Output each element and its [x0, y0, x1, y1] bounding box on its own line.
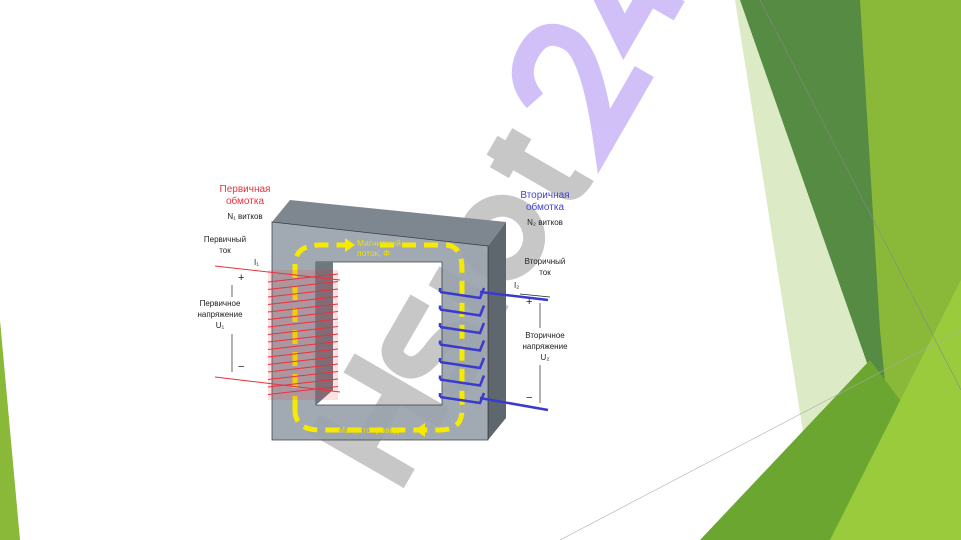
primary-winding-turn: [267, 356, 339, 365]
primary-winding-turn: [267, 296, 339, 305]
secondary-winding-turn: [438, 287, 486, 300]
primary-winding-turn: [267, 281, 339, 290]
secondary-minus: −: [526, 392, 533, 404]
thin-line: [559, 329, 961, 540]
primary-winding-turn: [267, 333, 339, 343]
primary-winding-turn: [267, 311, 339, 320]
primary-winding-turn: [267, 386, 339, 395]
transformer-core: [271, 200, 506, 441]
secondary-winding-turn: [438, 340, 486, 352]
green-facet-bottom: [700, 360, 900, 540]
core-label: Магнитопровод: [338, 425, 399, 435]
primary-winding-turn: [267, 273, 339, 283]
secondary-winding-turn: [438, 392, 486, 405]
secondary-coil: [438, 287, 549, 412]
primary-coil: [214, 265, 341, 400]
secondary-winding-turn: [438, 375, 486, 387]
primary-winding-turn: [267, 318, 339, 328]
primary-winding-turn: [267, 303, 339, 313]
primary-plus: +: [238, 272, 245, 284]
green-facet-dark: [740, 0, 900, 400]
secondary-winding-turn: [438, 357, 486, 370]
primary-winding-turn: [267, 348, 339, 358]
primary-winding-turn: [267, 288, 339, 298]
primary-current-symbol: I₁: [254, 258, 259, 267]
flux-arrow-icon: [415, 423, 425, 437]
primary-winding-turn: [267, 326, 339, 335]
secondary-plus: +: [526, 296, 533, 308]
green-facet-left: [0, 320, 20, 540]
primary-turns: N₁ витков: [227, 212, 263, 221]
green-facet-corner: [830, 280, 961, 540]
primary-winding-turn: [267, 341, 339, 350]
voltage-arrows: [231, 285, 551, 403]
secondary-winding-turn: [438, 305, 486, 317]
flux-arrow-icon: [345, 238, 355, 252]
secondary-current-symbol: I₂: [514, 281, 520, 290]
primary-winding-turn: [267, 378, 339, 388]
primary-winding-turn: [267, 371, 339, 380]
primary-winding-turn: [267, 363, 339, 373]
magnetic-flux-path: [292, 242, 465, 433]
secondary-turns: N₂ витков: [527, 218, 563, 227]
primary-minus: −: [238, 361, 245, 373]
secondary-winding-turn: [438, 322, 486, 335]
thin-line: [759, 0, 961, 391]
